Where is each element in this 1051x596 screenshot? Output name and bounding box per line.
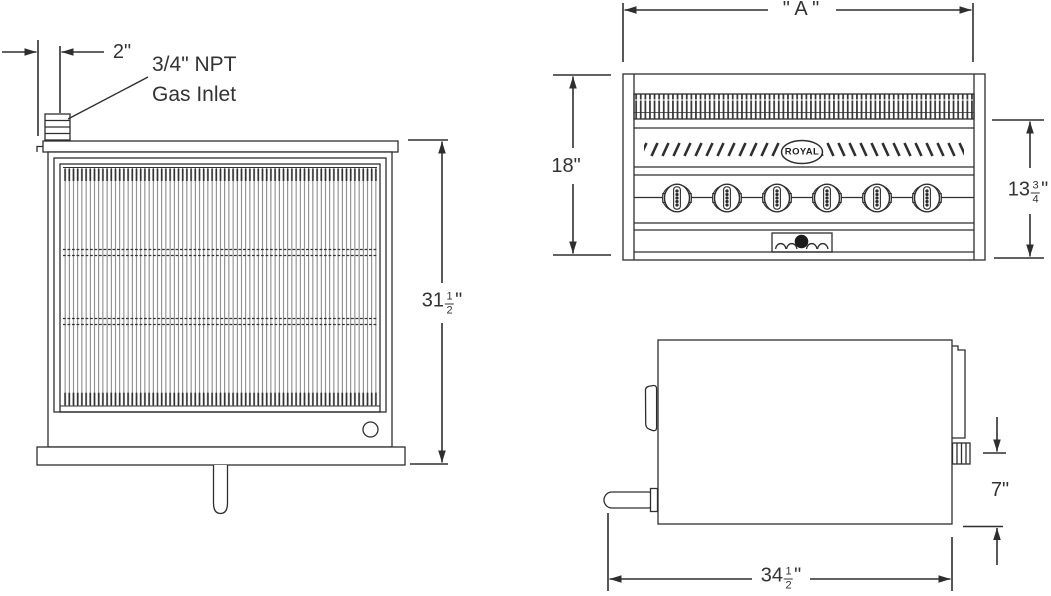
dim-top-depth [408, 139, 448, 465]
gas-inlet-leader [67, 76, 149, 120]
gas-inlet-side [951, 442, 971, 465]
dim-burner-denominator: 4 [1032, 193, 1039, 206]
royal-logo-text: ROYAL [784, 146, 820, 158]
front-view [622, 73, 986, 261]
handle-bracket [649, 487, 659, 513]
grate-frame-inner [59, 163, 381, 413]
burner-knob-icon [861, 183, 893, 213]
dim-side-depth-denominator: 2 [785, 579, 792, 592]
gas-inlet-note-line1: 3/4" NPT [152, 53, 237, 76]
dim-side-depth [607, 513, 953, 591]
burner-knob-icon [711, 183, 743, 213]
back-riser [952, 345, 966, 439]
support-rods [63, 248, 377, 326]
burner-knob-icon [661, 183, 693, 213]
dim-overall-width-label: " A " [782, 0, 820, 20]
dim-gas-inlet-height [963, 417, 1006, 565]
gas-inlet-note: 3/4" NPT Gas Inlet [152, 50, 236, 110]
panel-hole [362, 421, 379, 438]
grate-teeth-band [633, 93, 975, 120]
dim-burner-whole: 13 [1007, 178, 1031, 201]
dim-top-depth-whole: 31 [421, 289, 445, 312]
gas-inlet-plan [44, 113, 71, 141]
top-view [36, 113, 406, 515]
dim-overall-width [622, 3, 974, 62]
burner-knob-icon [811, 183, 843, 213]
handle-side [603, 491, 657, 509]
royal-logo-oval [780, 139, 824, 165]
gas-inlet-note-line2: Gas Inlet [152, 83, 237, 106]
dim-top-depth-unit: " [455, 289, 463, 312]
dim-gas-offset [2, 40, 104, 136]
handle-plan [212, 465, 229, 515]
side-view [603, 339, 971, 525]
dim-top-depth-denominator: 2 [446, 304, 453, 317]
grill-grates [63, 167, 377, 406]
back-ledge [36, 140, 399, 153]
dim-burner-numerator: 3 [1031, 179, 1041, 194]
dim-front-height-label: 18" [551, 155, 581, 177]
side-view-body [657, 339, 953, 525]
dim-side-depth-whole: 34 [760, 564, 784, 587]
dim-gas-inlet-height-label: 7" [990, 479, 1010, 501]
dim-top-depth-numerator: 1 [445, 290, 455, 305]
vent-hatching [644, 141, 964, 161]
dim-side-depth-unit: " [794, 564, 802, 587]
side-knob [644, 384, 658, 432]
dim-gas-offset-label: 2" [112, 41, 132, 63]
burner-knob-icon [911, 183, 943, 213]
burner-knob-icon [761, 183, 793, 213]
dim-burner-section-height [992, 119, 1044, 259]
dim-front-height [553, 74, 611, 256]
front-rail [36, 446, 406, 466]
crown-emblem [771, 232, 833, 253]
dim-side-depth-numerator: 1 [784, 565, 794, 580]
dim-burner-unit: " [1041, 178, 1049, 201]
